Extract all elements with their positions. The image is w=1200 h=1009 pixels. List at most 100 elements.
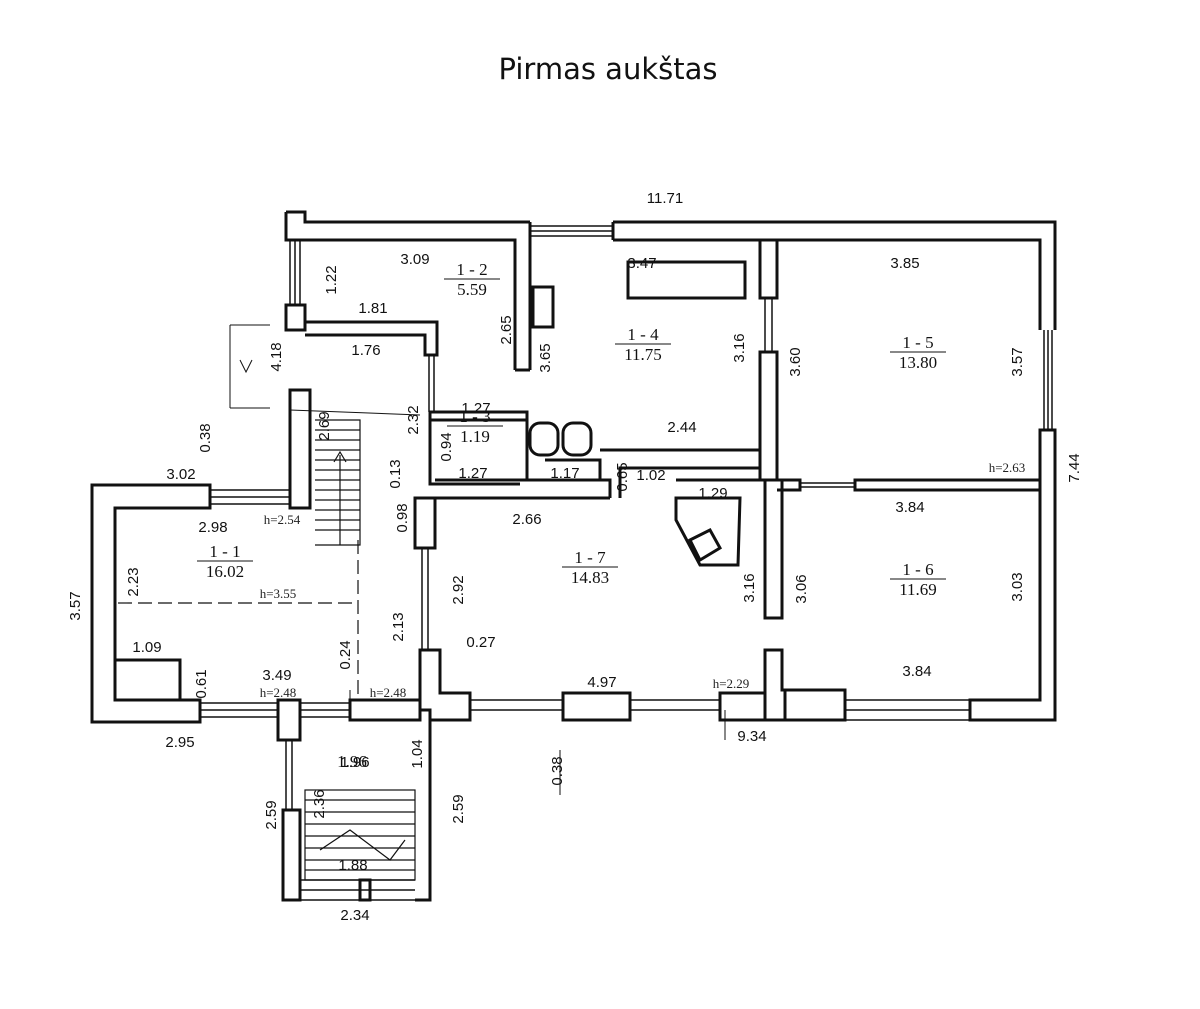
walls [90,210,1057,902]
dimension-label: 3.84 [895,499,924,516]
dimension-label: 3.16 [741,573,758,602]
dimension-label: 0.24 [337,640,354,669]
outer-wall-top-right [613,220,1057,330]
dimension-label: 0.27 [466,634,495,651]
wall-bottom-1-6-left [785,688,847,722]
dimension-label: 2.59 [263,800,280,829]
room-area: 11.75 [624,345,662,364]
dimension-label: 0.94 [438,432,455,461]
dimension-label: 9.34 [737,728,766,745]
dimension-label: 1.29 [698,485,727,502]
ceiling-height-label: h=2.48 [370,685,407,700]
dimension-label: 3.49 [262,667,291,684]
dimension-label: 1.76 [351,342,380,359]
wall-bottom-1-7-right [718,691,767,722]
dimension-label: 3.57 [1009,347,1026,376]
wall-stair-hall-left [288,388,312,510]
window-left-1-2 [289,240,301,305]
wall-1-5-1-6 [853,478,1042,492]
wall-1-4-1-5-bottom [758,350,779,482]
dimension-label: 2.59 [450,794,467,823]
entry-pillar [276,698,302,742]
dimension-label: 2.23 [125,567,142,596]
dimension-lines [229,324,726,795]
ceiling-height-label: h=3.55 [260,586,297,601]
room-area: 14.83 [571,568,609,587]
ceiling-height-label: h=2.63 [989,460,1026,475]
outer-wall-top-left-inner [284,212,517,370]
dimension-label: 0.98 [394,503,411,532]
wall-bottom-1-7-left [418,648,472,722]
dimension-label: 3.02 [166,466,195,483]
dimension-label: 2.32 [405,405,422,434]
wall-1-7-top [600,448,762,498]
room-id: 1 - 2 [456,260,487,279]
wall-1-4-bottom-left [525,412,602,482]
dimension-label: 2.34 [340,907,369,924]
window-1-1-bottom [200,702,278,718]
window-top-1-4 [530,225,613,237]
dimension-label: 3.03 [1009,572,1026,601]
dimension-label: 3.16 [731,333,748,362]
room-id: 1 - 1 [209,542,240,561]
dimension-label: 0.38 [197,423,214,452]
dimension-label: 1.04 [409,739,426,768]
dimension-label: 3.57 [67,591,84,620]
dimension-label: 11.71 [647,190,683,207]
ceiling-height-label: h=2.48 [260,685,297,700]
dimension-label: 3.09 [400,251,429,268]
wall-1-2-bottom [305,320,439,357]
ceiling-line [118,540,359,700]
toilet-2 [561,421,593,457]
wall-bottom-1-7-mid [561,691,632,722]
room-id: 1 - 6 [902,560,933,579]
dimension-label: 0.13 [387,459,404,488]
dimension-label: 2.36 [311,789,328,818]
room-area: 1.19 [460,427,490,446]
dimension-label: 4.97 [587,674,616,691]
kitchen-unit [531,285,555,329]
dimension-label: 1.27 [461,400,490,417]
toilet-1 [528,421,560,457]
dimension-label: 1.02 [636,467,665,484]
dimension-label: 2.92 [450,575,467,604]
dimension-label: 0.65 [614,462,631,491]
window-right-1-5 [1043,330,1053,430]
wall-1-7-1-6-bottom [763,648,787,722]
dimension-label: 3.84 [902,663,931,680]
room-area: 13.80 [899,353,937,372]
dimension-label: 3.47 [627,255,656,272]
outer-wall-top-right-inner [613,238,1042,330]
dimension-label: 0.61 [193,669,210,698]
dimension-label: 1.88 [338,857,367,874]
labels: 1 - 116.021 - 25.591 - 31.191 - 411.751 … [67,190,1083,924]
room-area: 16.02 [206,562,244,581]
dimension-label: 1.81 [358,300,387,317]
dimension-label: 1.27 [458,465,487,482]
wall-1-3-left [428,412,520,486]
window-1-1-top [210,489,290,505]
kitchen-counter [626,260,747,300]
dimension-label: 3.85 [890,255,919,272]
dimension-label: 2.13 [390,612,407,641]
ceiling-height-label: h=2.54 [264,512,301,527]
room-area: 1.96 [337,752,367,771]
dimension-label: 3.06 [793,574,810,603]
dimension-label: 3.60 [787,347,804,376]
outer-wall-top-left [286,210,530,224]
room-area: 11.69 [899,580,937,599]
dimension-label: 4.18 [268,342,285,371]
wall-1-4-1-5-top [758,238,779,300]
vestibule-left-wall [281,808,302,902]
dimension-label: 2.65 [498,315,515,344]
dimension-label: 3.65 [537,343,554,372]
vestibule-right-wall [415,720,432,902]
room-id: 1 - 3 [459,407,490,426]
wall-1-7-1-6-top [763,478,784,620]
wall-1-7-hall-top [413,496,437,550]
dimension-label: 1.22 [323,265,340,294]
dimension-label: 2.95 [165,734,194,751]
oven [674,496,742,567]
dimension-label: 1.09 [132,639,161,656]
dimension-label: 1.96 [340,754,369,771]
